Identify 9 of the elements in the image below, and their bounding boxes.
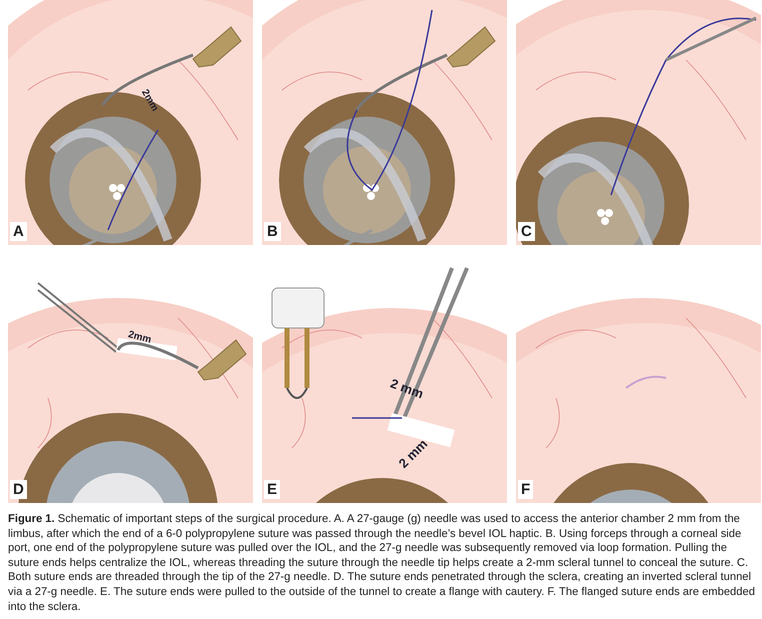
panel-letter: C [518,222,535,241]
dimension-label: 2 mm [396,436,430,471]
panel-letter: B [264,222,281,241]
dimension-label: 2 mm [388,376,426,402]
dimension-label: 2mm [126,329,152,346]
panel-letter: F [518,480,534,499]
panel-letter: D [10,480,27,499]
panel-letter: A [10,222,27,241]
panel-letter: E [264,480,280,499]
